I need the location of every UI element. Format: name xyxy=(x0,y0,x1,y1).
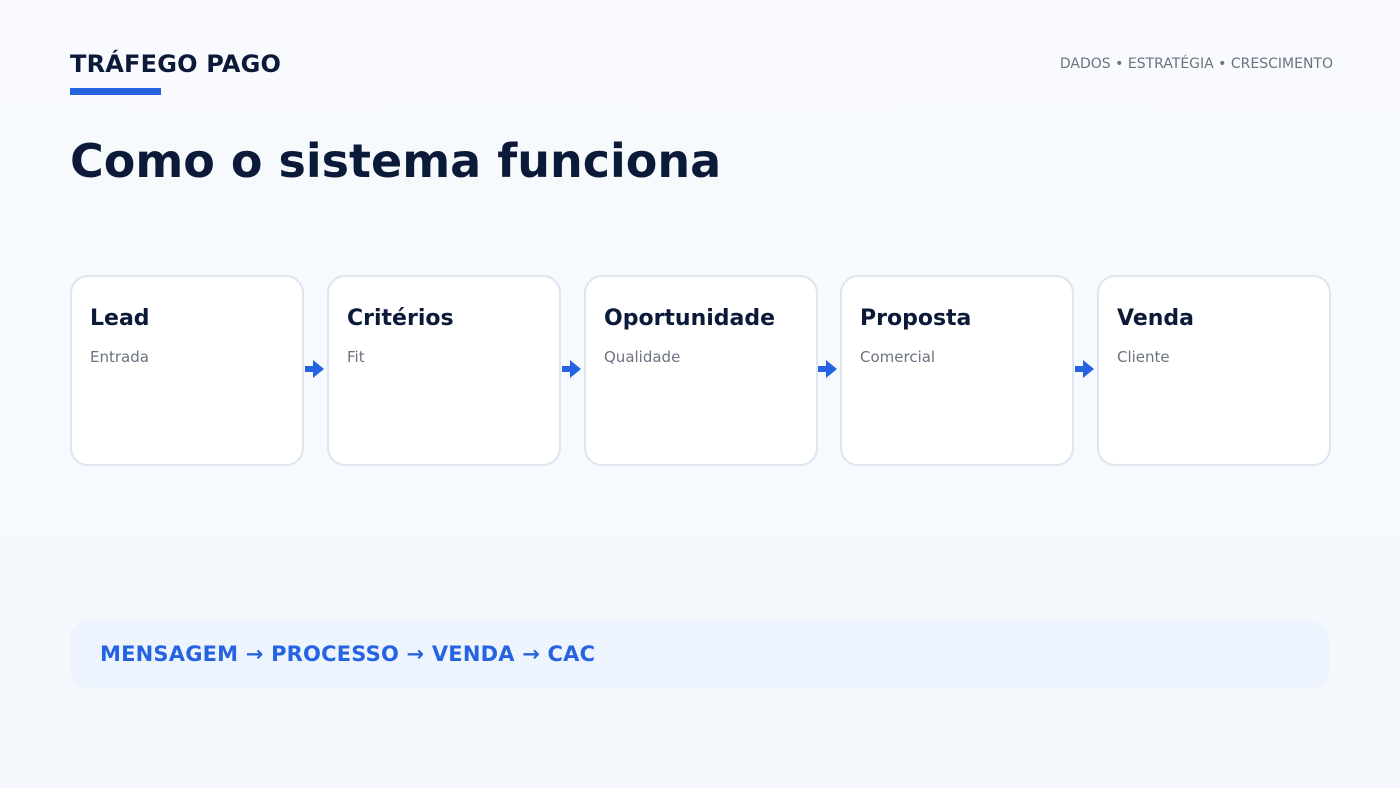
stage-title: Lead xyxy=(90,306,150,331)
summary-text: MENSAGEM → PROCESSO → VENDA → CAC xyxy=(100,642,596,666)
summary-banner: MENSAGEM → PROCESSO → VENDA → CAC xyxy=(70,620,1329,688)
stage-title: Venda xyxy=(1117,306,1194,331)
stage-card-oportunidade: Oportunidade Qualidade xyxy=(584,275,818,466)
stage-subtitle: Entrada xyxy=(90,348,149,366)
page-title: Como o sistema funciona xyxy=(70,134,722,188)
brand-title: TRÁFEGO PAGO xyxy=(70,50,282,78)
arrow-right-icon xyxy=(818,360,837,378)
arrow-right-icon xyxy=(305,360,324,378)
stage-card-lead: Lead Entrada xyxy=(70,275,304,466)
arrow-right-icon xyxy=(562,360,581,378)
stage-subtitle: Comercial xyxy=(860,348,936,366)
stage-subtitle: Qualidade xyxy=(604,348,681,366)
stage-card-criterios: Critérios Fit xyxy=(327,275,561,466)
stage-subtitle: Cliente xyxy=(1117,348,1170,366)
stage-title: Oportunidade xyxy=(604,306,776,331)
brand-underline xyxy=(70,88,161,95)
stage-subtitle: Fit xyxy=(347,348,365,366)
process-flow-diagram: Lead Entrada Critérios Fit Oportunidade … xyxy=(70,275,1331,466)
stage-title: Critérios xyxy=(347,306,454,331)
stage-title: Proposta xyxy=(860,306,972,331)
stage-card-venda: Venda Cliente xyxy=(1097,275,1331,466)
arrow-right-icon xyxy=(1075,360,1094,378)
stage-card-proposta: Proposta Comercial xyxy=(840,275,1074,466)
header-tagline: DADOS • ESTRATÉGIA • CRESCIMENTO xyxy=(1059,56,1333,72)
